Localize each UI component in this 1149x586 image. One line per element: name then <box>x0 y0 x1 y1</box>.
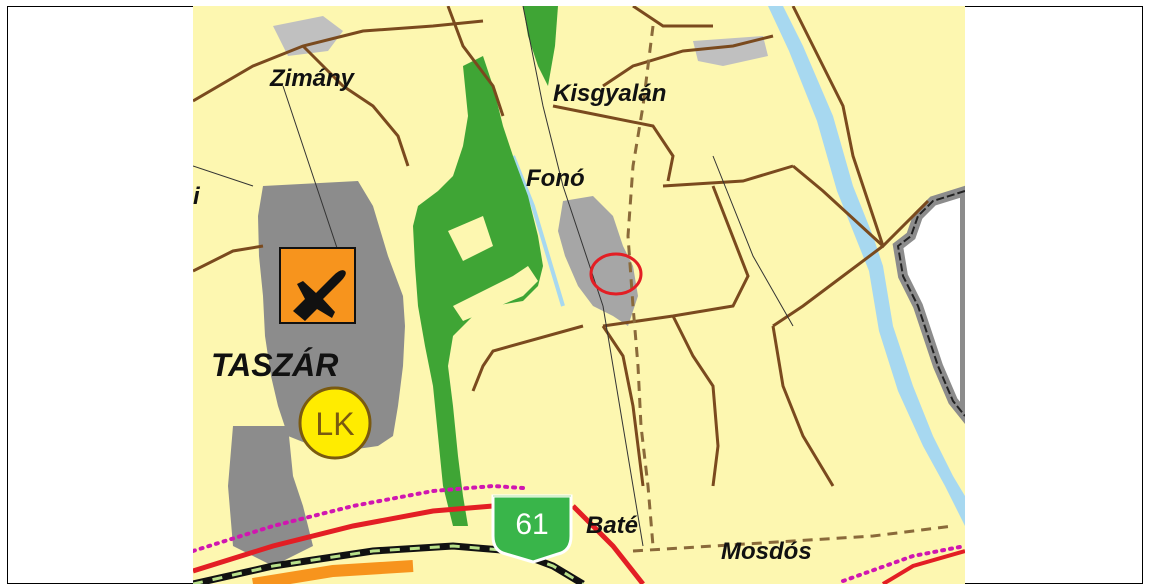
map-canvas: LK 61 Zimány Kisgyalán Fonó i TASZÁR Bat… <box>193 6 965 584</box>
airport-symbol <box>279 247 356 324</box>
clearing-2 <box>453 266 538 321</box>
highway <box>193 503 494 574</box>
label-mosdos: Mosdós <box>721 538 812 565</box>
label-zimany: Zimány <box>269 65 356 92</box>
forest-top <box>523 6 558 86</box>
dashed-route-2 <box>632 524 954 553</box>
orange-zone <box>252 560 414 584</box>
road-sign-61: 61 <box>491 494 573 564</box>
label-taszar: TASZÁR <box>211 347 338 383</box>
stream <box>511 155 565 307</box>
river <box>768 6 965 526</box>
lk-symbol: LK <box>298 386 372 460</box>
urban-taszar <box>228 426 313 566</box>
dashed-route <box>626 25 655 547</box>
highway-right <box>881 549 965 584</box>
map-view[interactable]: LK 61 Zimány Kisgyalán Fonó i TASZÁR Bat… <box>193 6 965 584</box>
forest-main <box>413 56 543 526</box>
road-number-text: 61 <box>515 508 548 541</box>
urban-zimany <box>273 16 343 56</box>
highway-segment <box>571 504 645 584</box>
dotted-boundary <box>193 483 525 553</box>
location-marker[interactable] <box>589 252 643 296</box>
label-bate: Baté <box>586 512 638 539</box>
county-border <box>896 190 965 417</box>
urban-kisgyalan <box>693 36 768 66</box>
lk-text: LK <box>315 406 354 442</box>
label-fono: Fonó <box>526 165 585 192</box>
dotted-boundary-right <box>841 544 965 583</box>
clearing-1 <box>448 216 493 261</box>
admin-boundaries <box>193 6 930 487</box>
airplane-icon <box>293 270 346 321</box>
railway-dash <box>193 544 584 584</box>
label-fragment: i <box>193 183 201 210</box>
minor-roads <box>193 6 794 547</box>
label-kisgyalan: Kisgyalán <box>553 80 666 107</box>
